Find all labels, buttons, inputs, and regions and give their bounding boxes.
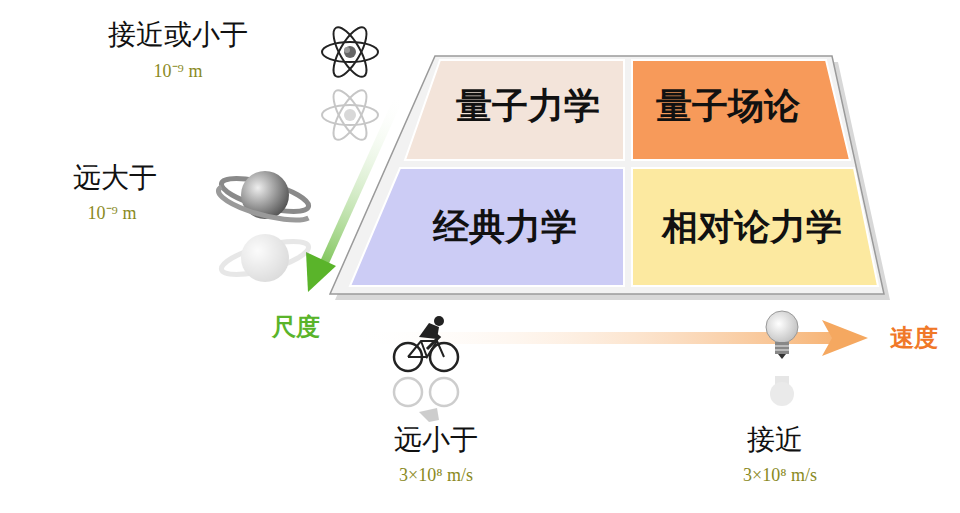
speed-label: 远小于 bbox=[394, 421, 478, 459]
panel-title: 相对论力学 bbox=[662, 203, 842, 252]
lightbulb-icon bbox=[766, 311, 798, 359]
panel-title: 量子力学 bbox=[456, 82, 600, 131]
lightbulb-reflection bbox=[770, 376, 794, 406]
speed-value: 3×10⁸ m/s bbox=[399, 465, 473, 486]
axis-title: 速度 bbox=[890, 322, 938, 354]
bicycle-icon bbox=[394, 316, 458, 371]
panel-fill bbox=[632, 60, 850, 160]
quantum-field-panel: 量子场论 bbox=[632, 60, 850, 160]
quantum-mechanics-panel: 量子力学 bbox=[405, 60, 624, 160]
speed-label: 接近 bbox=[747, 421, 803, 459]
classical-mechanics-panel: 经典力学 bbox=[350, 168, 624, 286]
atom-reflection bbox=[322, 86, 378, 144]
panel-fill bbox=[350, 168, 624, 286]
scale-label: 远大于 bbox=[73, 159, 157, 197]
bicycle-reflection bbox=[394, 378, 458, 422]
atom-icon bbox=[322, 23, 378, 81]
panel-title: 经典力学 bbox=[433, 203, 577, 252]
panel-fill bbox=[632, 168, 878, 286]
scale-value: 10⁻⁹ m bbox=[154, 58, 203, 82]
axis-title: 尺度 bbox=[272, 311, 320, 343]
planet-icon bbox=[218, 171, 311, 220]
speed-value: 3×10⁸ m/s bbox=[743, 465, 817, 486]
relativity-panel: 相对论力学 bbox=[632, 168, 878, 286]
panel-title: 量子场论 bbox=[656, 82, 800, 131]
planet-reflection bbox=[218, 234, 311, 282]
platform-base bbox=[330, 56, 884, 294]
scale-label: 接近或小于 bbox=[108, 16, 248, 54]
scale-value: 10⁻⁹ m bbox=[88, 200, 137, 224]
panel-fill bbox=[405, 60, 624, 160]
